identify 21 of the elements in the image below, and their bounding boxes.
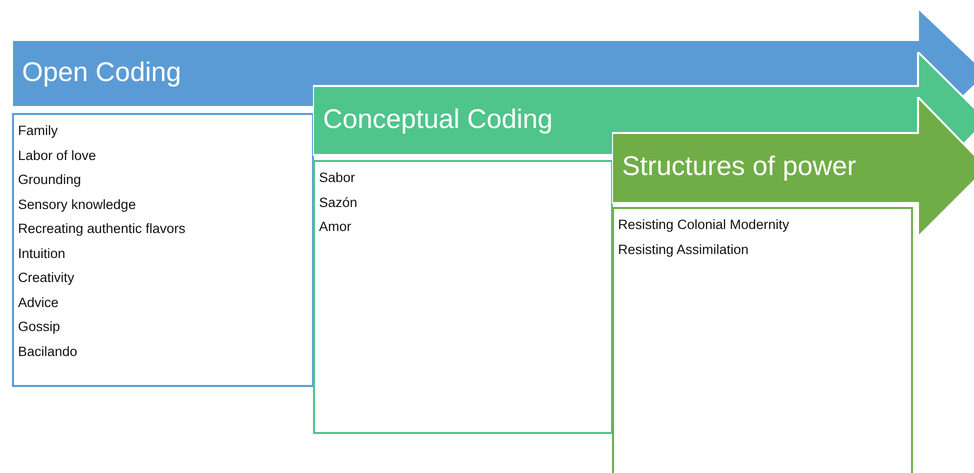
code-item: Advice [18,294,60,312]
code-item: Grounding [18,171,82,189]
code-item: Sazón [319,194,358,212]
stage-heading: Open Coding [22,56,182,88]
code-item: Sabor [319,169,356,187]
code-item: Family [18,122,59,140]
list-box [313,160,613,434]
code-item: Recreating authentic flavors [18,220,186,238]
list-box [12,113,314,387]
code-item: Resisting Assimilation [618,240,750,259]
code-item: Labor of love [18,146,98,164]
code-item: Sensory knowledge [18,196,137,214]
code-item: Resisting Colonial Modernity [618,216,790,234]
list-box [612,207,913,473]
stage-heading: Structures of power [622,151,856,182]
code-item: Amor [319,218,352,236]
code-item: Bacilando [18,342,78,360]
stage-heading: Conceptual Coding [323,104,553,134]
code-item: Intuition [18,244,66,262]
code-item: Gossip [18,318,62,336]
code-item: Creativity [18,269,76,287]
